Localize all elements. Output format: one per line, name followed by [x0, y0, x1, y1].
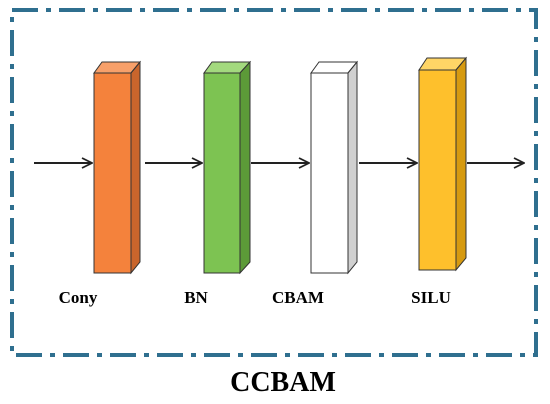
block-bn-front [203, 72, 241, 274]
block-conv-side [130, 60, 141, 275]
block-cbam-front [310, 72, 349, 274]
block-bn-side [239, 60, 251, 275]
block-bn: BN [184, 60, 252, 307]
block-conv-front [93, 72, 132, 274]
block-bn-label: BN [184, 288, 208, 307]
dash-dot-frame [10, 8, 538, 357]
block-silu-side [455, 56, 467, 272]
block-cbam-label: CBAM [272, 288, 324, 307]
block-silu-front [418, 69, 457, 271]
block-conv-label: Cony [59, 288, 98, 307]
block-conv: Cony [59, 60, 142, 307]
diagram-caption: CCBAM [230, 367, 336, 398]
block-cbam-side [347, 60, 358, 275]
block-silu: SILU [411, 56, 468, 307]
block-silu-label: SILU [411, 288, 451, 307]
block-cbam: CBAM [272, 60, 359, 307]
